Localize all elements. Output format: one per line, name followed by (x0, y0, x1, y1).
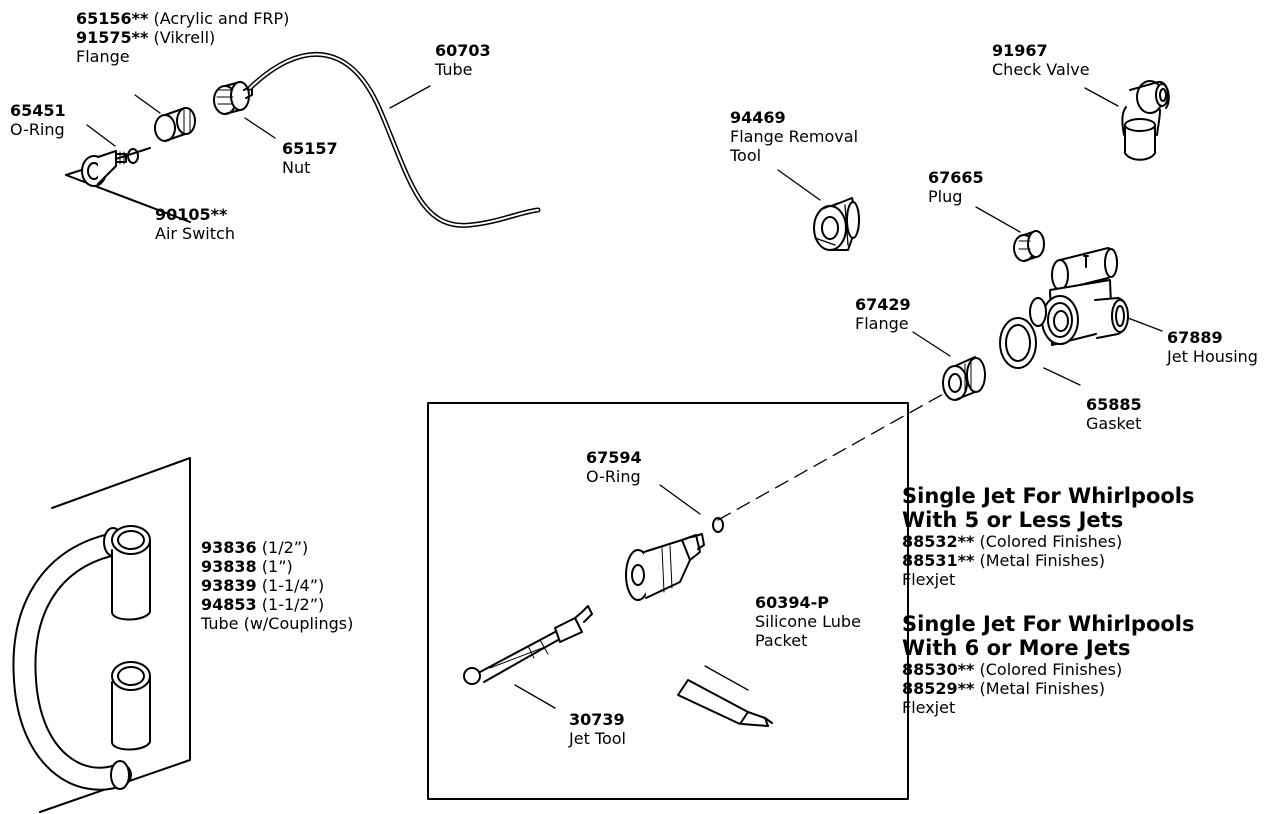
part-number: 94469 (730, 108, 786, 127)
jet-body-drawing (625, 533, 705, 601)
part-size: (1/2”) (261, 538, 309, 557)
part-note: (Metal Finishes) (979, 551, 1105, 570)
part-number: 88531** (902, 551, 975, 570)
air-switch-flange-drawing (154, 107, 196, 142)
tube-label: 60703 Tube (435, 41, 491, 79)
part-name: Check Valve (992, 60, 1090, 79)
part-name: Nut (282, 158, 311, 177)
gasket-drawing (999, 317, 1037, 369)
part-name: Packet (755, 631, 808, 650)
jet-group-heading: With 5 or Less Jets (902, 508, 1124, 532)
part-number: 91967 (992, 41, 1048, 60)
part-note: (Vikrell) (153, 28, 216, 47)
part-number: 65885 (1086, 395, 1142, 414)
leader-lines (86, 85, 1163, 709)
part-number: 30739 (569, 710, 625, 729)
part-name: Jet Tool (569, 729, 626, 748)
jet-flange-drawing (942, 356, 986, 401)
part-number: 65451 (10, 101, 66, 120)
part-name: Air Switch (155, 224, 235, 243)
part-number: 67889 (1167, 328, 1223, 347)
gasket-label: 65885 Gasket (1086, 395, 1142, 433)
part-number: 93838 (201, 557, 257, 576)
lube-packet-label: 60394-P Silicone Lube Packet (755, 593, 861, 650)
part-note: (Acrylic and FRP) (153, 9, 290, 28)
part-name: Gasket (1086, 414, 1142, 433)
part-number: 65157 (282, 139, 338, 158)
jet-group-1: Single Jet For Whirlpools With 5 or Less… (902, 484, 1195, 589)
part-name: Tube (w/Couplings) (201, 614, 354, 633)
jet-group-heading: With 6 or More Jets (902, 636, 1131, 660)
part-number: 93836 (201, 538, 257, 557)
part-number: 94853 (201, 595, 257, 614)
check-valve-drawing (1121, 80, 1170, 161)
part-number: 60703 (435, 41, 491, 60)
part-number: 67665 (928, 168, 984, 187)
part-name: Tube (435, 60, 473, 79)
part-size: (1”) (261, 557, 293, 576)
part-size: (1-1/4”) (261, 576, 325, 595)
plug-label: 67665 Plug (928, 168, 984, 206)
part-note: (Metal Finishes) (979, 679, 1105, 698)
part-number: 67429 (855, 295, 911, 314)
flange-removal-tool-drawing (813, 197, 860, 251)
flange-part-label: 65156** (Acrylic and FRP) 91575** (Vikre… (76, 9, 289, 66)
jet-flange-label: 67429 Flange (855, 295, 911, 333)
part-name: Flange (76, 47, 130, 66)
part-note: (Colored Finishes) (979, 532, 1123, 551)
part-name: O-Ring (10, 120, 65, 139)
jet-group-heading: Single Jet For Whirlpools (902, 612, 1195, 636)
tube-couplings-label: 93836 (1/2”) 93838 (1”) 93839 (1-1/4”) 9… (201, 538, 353, 633)
part-name: Flange Removal (730, 127, 859, 146)
plug-drawing (1013, 230, 1045, 262)
jet-oring-label: 67594 O-Ring (586, 448, 642, 486)
jet-tool-label: 30739 Jet Tool (569, 710, 626, 748)
part-name: O-Ring (586, 467, 641, 486)
oring-small-label: 65451 O-Ring (10, 101, 66, 139)
jet-group-2: Single Jet For Whirlpools With 6 or More… (902, 612, 1195, 717)
jet-kit-box (427, 402, 909, 800)
lube-packet-drawing (677, 679, 773, 727)
alignment-line (717, 392, 946, 521)
part-name: Flange (855, 314, 909, 333)
part-name: Tool (730, 146, 762, 165)
jet-housing-label: 67889 Jet Housing (1167, 328, 1258, 366)
part-name: Flexjet (902, 570, 956, 589)
part-number: 93839 (201, 576, 257, 595)
air-switch-drawing (81, 148, 139, 187)
jet-oring-drawing (712, 517, 724, 533)
jet-group-heading: Single Jet For Whirlpools (902, 484, 1195, 508)
part-name: Silicone Lube (755, 612, 861, 631)
nut-drawing (213, 81, 253, 115)
part-number: 88529** (902, 679, 975, 698)
tube-couplings-drawing (12, 525, 151, 791)
part-number: 67594 (586, 448, 642, 467)
part-size: (1-1/2”) (261, 595, 325, 614)
part-number: 88532** (902, 532, 975, 551)
removal-tool-label: 94469 Flange Removal Tool (730, 108, 858, 165)
jet-tool-drawing (463, 605, 593, 685)
part-name: Plug (928, 187, 963, 206)
nut-label: 65157 Nut (282, 139, 338, 177)
part-number: 90105** (155, 205, 228, 224)
air-switch-label: 90105** Air Switch (155, 205, 235, 243)
part-number: 65156** (76, 9, 149, 28)
tube-drawing (247, 51, 541, 228)
part-name: Jet Housing (1167, 347, 1258, 366)
part-number: 91575** (76, 28, 149, 47)
jet-housing-drawing (1029, 247, 1129, 346)
part-note: (Colored Finishes) (979, 660, 1123, 679)
check-valve-label: 91967 Check Valve (992, 41, 1090, 79)
part-number: 88530** (902, 660, 975, 679)
part-name: Flexjet (902, 698, 956, 717)
part-number: 60394-P (755, 593, 830, 612)
